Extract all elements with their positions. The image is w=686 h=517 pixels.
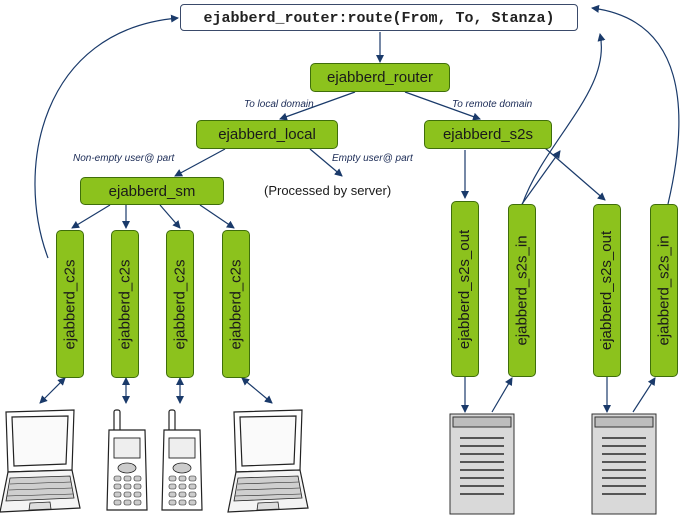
laptop-icon bbox=[227, 409, 309, 513]
s2s-node: ejabberd_s2s bbox=[424, 120, 552, 149]
phone-icon bbox=[106, 409, 148, 511]
router-node: ejabberd_router bbox=[310, 63, 450, 92]
c2s-node-label: ejabberd_c2s bbox=[171, 258, 189, 350]
server-icon bbox=[449, 413, 515, 515]
s2s-out-label: ejabberd_s2s_out bbox=[456, 229, 474, 349]
edge-c2s-client-4 bbox=[241, 377, 273, 404]
edge-s2s-in-2-to-route bbox=[591, 4, 680, 205]
edge-router-to-s2s bbox=[404, 91, 481, 121]
local-node: ejabberd_local bbox=[196, 120, 338, 149]
label-to-remote-domain: To remote domain bbox=[452, 99, 533, 110]
route-function-box: ejabberd_router:route(From, To, Stanza) bbox=[180, 4, 578, 31]
phone-icon bbox=[161, 409, 203, 511]
c2s-node-2: ejabberd_c2s bbox=[111, 230, 139, 378]
s2s-in-label: ejabberd_s2s_in bbox=[655, 235, 673, 346]
c2s-node-label: ejabberd_c2s bbox=[227, 258, 245, 350]
edge-c2s-client-1 bbox=[39, 377, 66, 404]
edge-sm-to-c2s-3 bbox=[159, 204, 181, 229]
edge-sm-to-c2s-4 bbox=[199, 204, 235, 229]
edge-sm-to-c2s-1 bbox=[71, 204, 111, 229]
server-icon bbox=[591, 413, 657, 515]
edge-server-to-in-2 bbox=[632, 377, 656, 413]
s2s-out-label: ejabberd_s2s_out bbox=[598, 230, 616, 351]
processed-by-server-note: (Processed by server) bbox=[264, 183, 392, 198]
edge-s2s-to-out-2 bbox=[544, 147, 606, 201]
sm-node-label: ejabberd_sm bbox=[108, 182, 196, 200]
s2s-out-node-2: ejabberd_s2s_out bbox=[593, 204, 621, 377]
c2s-node-3: ejabberd_c2s bbox=[166, 230, 194, 378]
label-to-local-domain: To local domain bbox=[244, 99, 314, 110]
edge-router-to-local bbox=[279, 91, 356, 121]
laptop-icon bbox=[0, 409, 81, 513]
sm-node: ejabberd_sm bbox=[80, 177, 224, 205]
edge-server-to-in-1 bbox=[491, 377, 513, 413]
c2s-node-4: ejabberd_c2s bbox=[222, 230, 250, 378]
c2s-node-1: ejabberd_c2s bbox=[56, 230, 84, 378]
edge-c2s-to-route bbox=[34, 14, 179, 259]
s2s-in-node-1: ejabberd_s2s_in bbox=[508, 204, 536, 377]
label-empty-user: Empty user@ part bbox=[332, 153, 413, 164]
edge-in-1-to-s2s bbox=[521, 150, 561, 205]
edge-local-to-processed bbox=[309, 148, 343, 177]
local-node-label: ejabberd_local bbox=[218, 126, 316, 143]
edge-local-to-sm bbox=[174, 148, 226, 177]
label-non-empty-user: Non-empty user@ part bbox=[73, 153, 175, 164]
edge-s2s-in-1-to-route bbox=[521, 33, 606, 206]
c2s-node-label: ejabberd_c2s bbox=[61, 258, 79, 350]
s2s-in-label: ejabberd_s2s_in bbox=[513, 235, 531, 346]
s2s-in-node-2: ejabberd_s2s_in bbox=[650, 204, 678, 377]
c2s-node-label: ejabberd_c2s bbox=[116, 258, 134, 350]
s2s-out-node-1: ejabberd_s2s_out bbox=[451, 201, 479, 377]
router-node-label: ejabberd_router bbox=[327, 69, 433, 86]
s2s-node-label: ejabberd_s2s bbox=[442, 126, 534, 143]
